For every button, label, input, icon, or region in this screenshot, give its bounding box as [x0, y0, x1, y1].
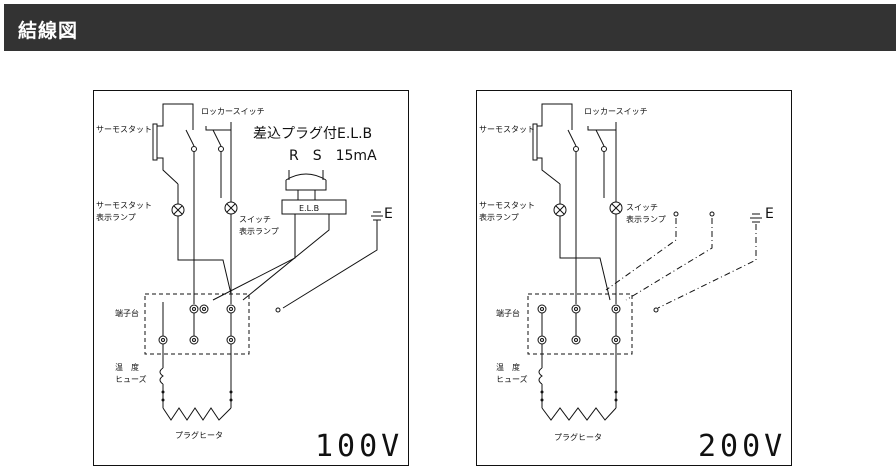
thermostat-label: サーモスタット	[96, 125, 152, 134]
thermostat-label: サーモスタット	[479, 125, 535, 134]
fuse-label-1: 温 度	[115, 362, 139, 372]
rs-current-label: R S 15mA	[289, 148, 377, 164]
wiring-diagram-200v-svg: ロッカースイッチ サーモスタット E サーモスタット 表示ランプ スイッチ 表示…	[476, 90, 792, 466]
thermo-lamp-label-1: サーモスタット	[479, 201, 535, 210]
heater-label: プラグヒータ	[175, 430, 223, 440]
switch-lamp-label-2: 表示ランプ	[626, 214, 666, 224]
thermo-lamp-label-2: 表示ランプ	[96, 212, 136, 222]
terminal-label: 端子台	[115, 308, 139, 318]
fuse-label-2: ヒューズ	[496, 374, 528, 384]
rocker-switch-label: ロッカースイッチ	[201, 107, 265, 116]
rocker-switch-label: ロッカースイッチ	[584, 107, 648, 116]
thermo-lamp-label-2: 表示ランプ	[479, 212, 519, 222]
voltage-label-100v: 100V	[315, 429, 403, 464]
section-header: 結線図	[4, 4, 896, 51]
plug-elb-label: 差込プラグ付E.L.B	[253, 126, 372, 142]
earth-label: E	[384, 206, 393, 222]
switch-lamp-label-2: 表示ランプ	[239, 226, 279, 236]
section-title: 結線図	[18, 20, 79, 42]
wiring-diagram-200v: ロッカースイッチ サーモスタット E サーモスタット 表示ランプ スイッチ 表示…	[476, 90, 792, 466]
elb-box-label: E.L.B	[299, 204, 319, 213]
voltage-label-200v: 200V	[698, 429, 786, 464]
earth-label: E	[765, 206, 774, 222]
wiring-diagram-100v-svg: ロッカースイッチ サーモスタット 差込プラグ付E.L.B R S 15mA E.…	[93, 90, 409, 466]
switch-lamp-label-1: スイッチ	[626, 203, 658, 212]
fuse-label-2: ヒューズ	[115, 374, 147, 384]
fuse-label-1: 温 度	[496, 362, 520, 372]
heater-label: プラグヒータ	[554, 432, 602, 442]
terminal-label: 端子台	[496, 308, 520, 318]
wiring-diagram-100v: ロッカースイッチ サーモスタット 差込プラグ付E.L.B R S 15mA E.…	[93, 90, 409, 466]
thermo-lamp-label-1: サーモスタット	[96, 201, 152, 210]
switch-lamp-label-1: スイッチ	[239, 215, 271, 224]
